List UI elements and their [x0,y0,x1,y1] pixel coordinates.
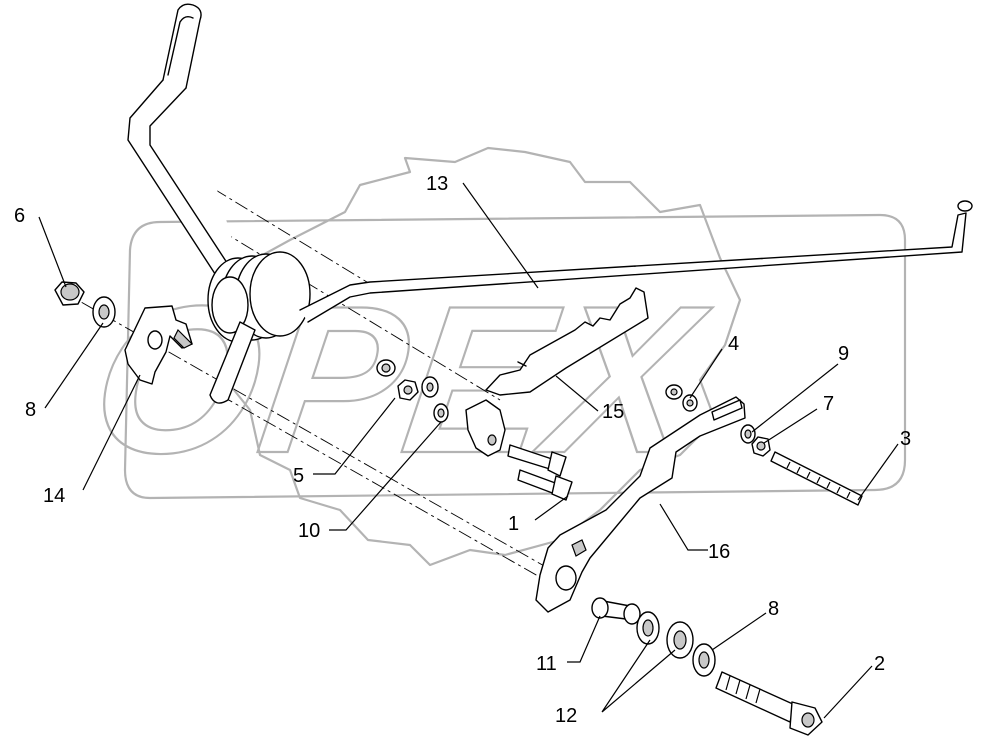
bracket-part-14 [124,305,194,385]
leader-lines [38,182,899,719]
callout-8-left: 8 [25,399,36,421]
nut-part-5 [376,359,439,401]
callout-5: 5 [293,465,304,487]
watermark-gear [218,146,742,567]
callout-16: 16 [708,541,730,563]
nut-part-4 [665,384,698,412]
nut-part-7 [751,436,771,457]
lever-part-16 [535,396,746,613]
callout-14: 14 [43,485,65,507]
callout-3: 3 [900,428,911,450]
watermark-badge [123,213,907,500]
callout-10: 10 [298,520,320,542]
callout-15: 15 [602,401,624,423]
washer-part-8-left [92,296,116,328]
callout-9: 9 [838,343,849,365]
washer-part-8-right [692,643,716,677]
washer-part-10 [433,403,449,423]
stud-part-3 [770,451,863,506]
callout-4: 4 [728,333,739,355]
washers-part-12 [636,611,694,659]
bushing-part-11 [591,597,641,625]
callout-6: 6 [14,205,25,227]
callout-13: 13 [426,173,448,195]
callout-2: 2 [874,653,885,675]
bolts-part-1 [507,444,573,501]
watermark-text: OPEX [80,262,720,497]
callout-7: 7 [823,393,834,415]
ratchet-plate-part-15 [465,287,649,457]
callout-11: 11 [536,653,557,675]
callouts: 1 2 3 4 5 6 7 8 8 9 10 11 12 13 14 15 16 [14,173,911,727]
pedal-rod-part-13 [127,3,973,404]
callout-8-right: 8 [768,598,779,620]
centerline-lower [219,394,546,581]
bolt-part-2 [715,671,823,736]
callout-1: 1 [508,513,519,535]
washer-part-9 [740,424,756,444]
watermark: OPEX [79,146,907,567]
callout-12: 12 [555,705,577,727]
nut-part-6 [54,281,85,306]
